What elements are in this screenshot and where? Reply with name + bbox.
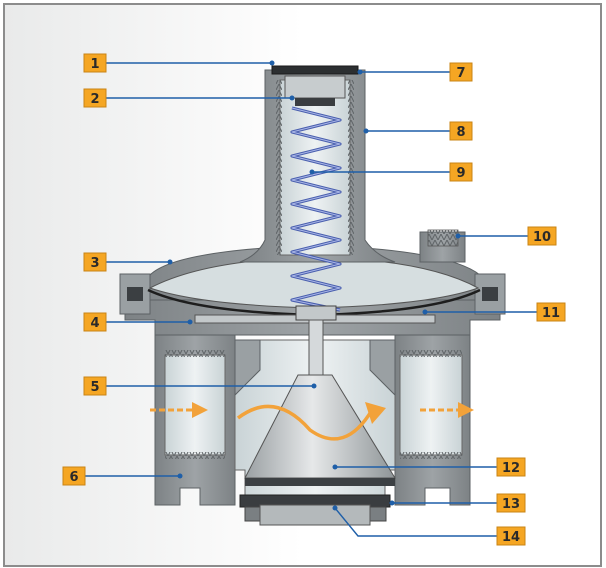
callout-10-label: 10 [533, 230, 551, 245]
valve-cone [244, 374, 396, 486]
leader-lines [85, 62, 537, 537]
callout-9-label: 9 [456, 166, 465, 181]
callout-2-label: 2 [90, 92, 99, 107]
callout-4-label: 4 [90, 316, 99, 331]
callout-3-label: 3 [90, 256, 99, 271]
callout-3: 3 [83, 252, 107, 272]
callout-9: 9 [449, 162, 473, 182]
callout-1: 1 [83, 53, 107, 73]
callout-11-label: 11 [542, 306, 560, 321]
callout-6: 6 [62, 466, 86, 486]
callout-14: 14 [496, 526, 526, 546]
callout-4: 4 [83, 312, 107, 332]
callout-8-label: 8 [456, 125, 465, 140]
callout-11: 11 [536, 302, 566, 322]
callout-7-label: 7 [456, 66, 465, 81]
spring-bonnet [239, 65, 396, 263]
callout-8: 8 [449, 121, 473, 141]
callout-5-label: 5 [90, 380, 99, 395]
callout-12-label: 12 [502, 461, 520, 476]
callout-5: 5 [83, 376, 107, 396]
callout-6-label: 6 [69, 470, 78, 485]
flow-arrows [150, 402, 474, 441]
callout-1-label: 1 [90, 57, 99, 72]
callout-13: 13 [496, 493, 526, 513]
leader-dots [167, 60, 461, 511]
callout-7: 7 [449, 62, 473, 82]
callout-13-label: 13 [502, 497, 520, 512]
callout-2: 2 [83, 88, 107, 108]
callout-10: 10 [527, 226, 557, 246]
callout-12: 12 [496, 457, 526, 477]
valve-stem [295, 305, 337, 379]
callout-14-label: 14 [502, 530, 520, 545]
